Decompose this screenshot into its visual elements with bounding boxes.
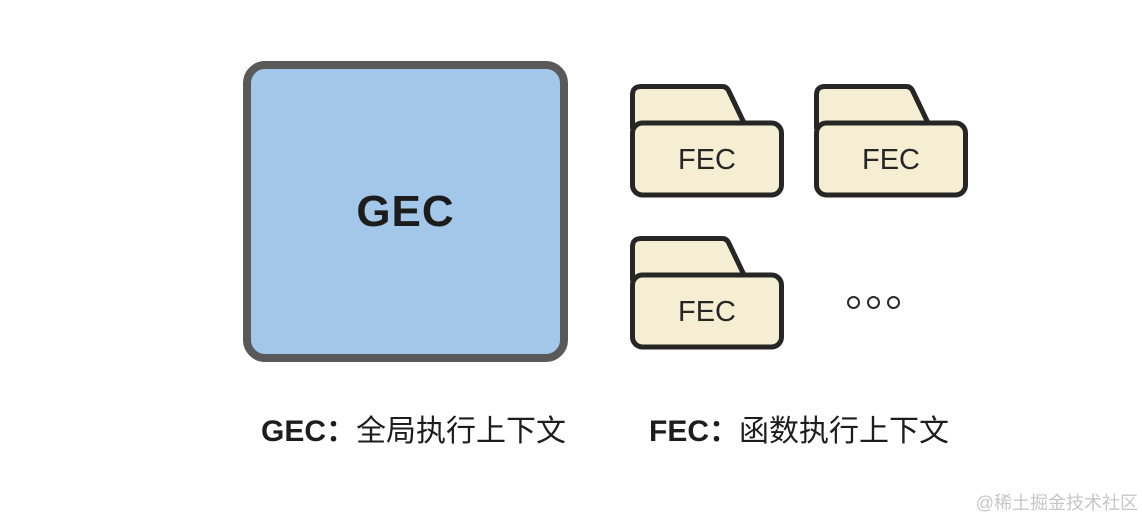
ellipsis-dot: [867, 296, 880, 309]
folder-body-shape: [630, 272, 784, 350]
gec-legend-definition: 全局执行上下文: [356, 415, 567, 448]
fec-folder-label: FEC: [862, 144, 920, 176]
ellipsis-dot: [887, 296, 900, 309]
folder-body-shape: [630, 120, 784, 198]
gec-legend: GEC：全局执行上下文: [261, 406, 566, 450]
folder-tab-shape: [630, 236, 748, 283]
ellipsis-dots-icon: [847, 296, 900, 309]
ellipsis-dot: [847, 296, 860, 309]
folder-tab-shape: [630, 84, 748, 131]
gec-box-label: GEC: [356, 186, 455, 236]
folder-tab-shape: [814, 84, 932, 131]
fec-folder-label: FEC: [678, 296, 736, 328]
watermark: @稀土掘金技术社区: [975, 493, 1138, 513]
fec-legend-term: FEC：: [649, 415, 739, 448]
fec-folder-icon: FEC: [814, 84, 968, 198]
fec-legend: FEC：函数执行上下文: [649, 406, 949, 450]
fec-folder-icon: FEC: [630, 236, 784, 350]
gec-legend-term: GEC：: [261, 415, 357, 448]
fec-folder-icon: FEC: [630, 84, 784, 198]
fec-folder-label: FEC: [678, 144, 736, 176]
fec-legend-definition: 函数执行上下文: [739, 415, 949, 448]
folder-body-shape: [814, 120, 968, 198]
gec-box: GEC: [243, 61, 568, 362]
